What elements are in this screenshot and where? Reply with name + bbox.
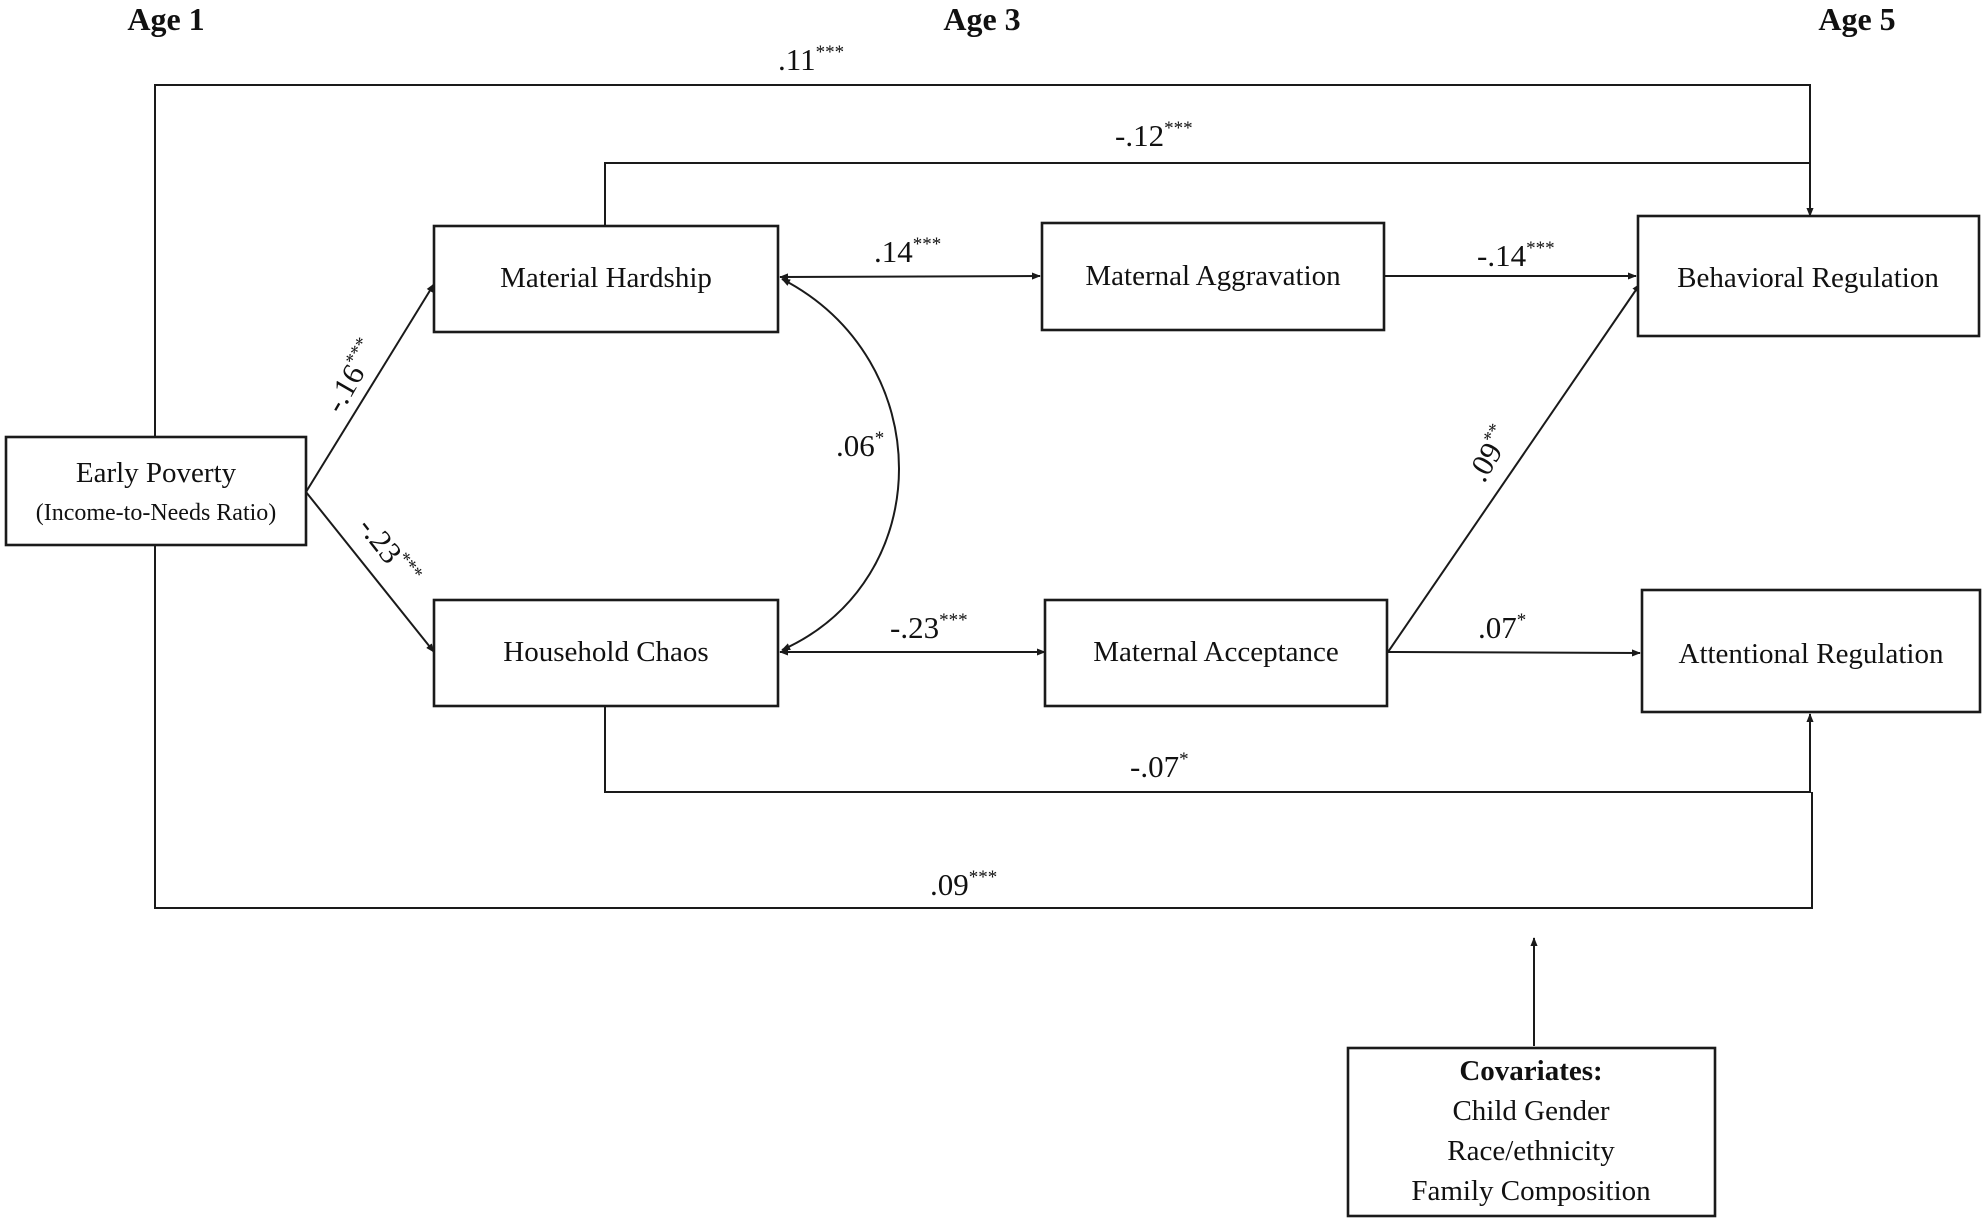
coef-poverty-to-hardship: -.16***: [317, 334, 386, 419]
household-chaos-label: Household Chaos: [503, 636, 708, 668]
path-chaos-to-attentional: [604, 706, 1814, 793]
maternal-acceptance-label: Maternal Acceptance: [1093, 636, 1339, 668]
coef-acceptance-to-attentional: .07*: [1478, 610, 1526, 645]
box-early-poverty: [4, 435, 308, 547]
path-acceptance-to-behavioral: [1387, 283, 1641, 653]
box-material-hardship: [432, 224, 780, 334]
box-attentional-regulation: [1640, 588, 1982, 714]
heading-age-1: Age 1: [127, 1, 204, 37]
path-hardship-to-behavioral: [604, 162, 1810, 226]
box-household-chaos: [432, 598, 780, 708]
coef-aggravation-to-behavioral: -.14***: [1477, 238, 1555, 273]
heading-age-5: Age 5: [1818, 1, 1895, 37]
coef-poverty-to-behavioral: .11***: [778, 42, 844, 77]
path-hardship-aggravation: [779, 272, 1041, 281]
path-acceptance-to-attentional: [1387, 649, 1641, 657]
coef-chaos-acceptance: -.23***: [890, 610, 968, 645]
box-maternal-aggravation: [1040, 221, 1386, 332]
covariate-item: Race/ethnicity: [1447, 1135, 1615, 1167]
box-covariates: [1346, 1046, 1717, 1218]
maternal-aggravation-label: Maternal Aggravation: [1085, 260, 1341, 292]
early-poverty-sublabel: (Income-to-Needs Ratio): [36, 500, 277, 526]
behavioral-regulation-label: Behavioral Regulation: [1677, 262, 1939, 294]
path-hardship-chaos-covariance: [781, 278, 900, 651]
coef-poverty-to-attentional: .09***: [930, 867, 997, 902]
covariates-title: Covariates:: [1459, 1055, 1602, 1087]
covariate-item: Family Composition: [1411, 1175, 1651, 1207]
box-behavioral-regulation: [1636, 214, 1981, 338]
coef-chaos-to-attentional: -.07*: [1130, 749, 1189, 784]
path-poverty-to-chaos: [305, 491, 435, 653]
path-poverty-to-behavioral: [154, 84, 1814, 440]
coef-hardship-chaos-covariance: .06*: [836, 428, 884, 463]
attentional-regulation-label: Attentional Regulation: [1679, 638, 1944, 670]
coef-hardship-aggravation: .14***: [874, 234, 941, 269]
path-poverty-to-attentional: [154, 545, 1813, 909]
covariate-item: Child Gender: [1452, 1095, 1609, 1127]
coef-hardship-to-behavioral: -.12***: [1115, 118, 1193, 153]
path-poverty-to-hardship: [305, 283, 435, 493]
coef-acceptance-to-behavioral: .09**: [1460, 420, 1519, 488]
early-poverty-label: Early Poverty: [76, 457, 237, 489]
material-hardship-label: Material Hardship: [500, 262, 712, 294]
coef-poverty-to-chaos: -.23***: [351, 510, 426, 593]
heading-age-3: Age 3: [943, 1, 1020, 37]
box-maternal-acceptance: [1043, 598, 1389, 708]
